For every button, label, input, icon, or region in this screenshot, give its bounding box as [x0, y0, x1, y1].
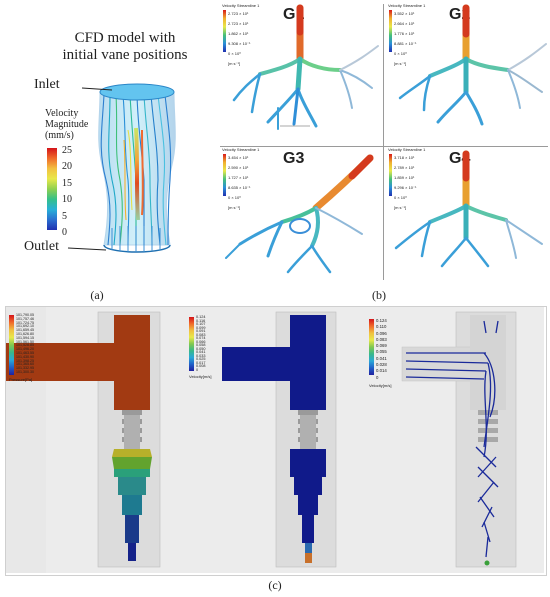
inlet-label: Inlet — [34, 77, 60, 92]
grid-g1-streamlines — [232, 4, 379, 130]
vector-colorbar — [369, 319, 374, 375]
grid-g3-label: G3 — [283, 150, 305, 167]
grid-g3-legend-title: Velocity Streamline 1 — [222, 147, 260, 152]
grid-g1: G1 Velocity Streamline 1 2.723 × 10¹ 2.7… — [220, 3, 380, 144]
grid-g3: G3 Velocity Streamline 1 3.454 × 10¹ 2.5… — [220, 147, 380, 280]
grid-g2-colorbar — [389, 10, 392, 52]
grid-g1-legend-title: Velocity Streamline 1 — [222, 3, 260, 8]
grid-g2-legend-title: Velocity Streamline 1 — [388, 3, 426, 8]
grid-g1-colorbar — [223, 10, 226, 52]
caption-b: (b) — [372, 288, 386, 302]
grid-g4-streamlines — [394, 150, 543, 268]
outlet-label: Outlet — [24, 239, 59, 254]
velocity-vector-plot: 0.124 0.110 0.096 0.083 0.069 0.055 0.04… — [366, 307, 544, 573]
caption-a: (a) — [90, 288, 104, 302]
caption-c: (c) — [268, 578, 282, 592]
grid-g2-streamlines — [398, 4, 547, 126]
pressure-plot: 101,790.05 101,757.46 101,724.75 101,692… — [6, 307, 186, 573]
panel-a-title-line1: CFD model with — [74, 30, 176, 46]
grid-g2-unit: [m s⁻¹] — [394, 61, 407, 66]
velocity-unit: Velocity[m/s] — [189, 374, 212, 379]
grid-g3-unit: [m s⁻¹] — [228, 205, 241, 210]
pressure-unit: Pressure[Pa] — [9, 377, 33, 382]
pressure-ticks: 101,790.05 101,757.46 101,724.75 101,692… — [16, 313, 34, 374]
panel-a-title-line2: initial vane positions — [62, 47, 188, 63]
grid-g1-ticks: 2.723 × 10¹ 2.723 × 10¹ 1.862 × 10¹ 9.30… — [228, 11, 251, 56]
cfd-vane-model-drawing — [67, 83, 176, 253]
grid-g4-unit: [m s⁻¹] — [394, 205, 407, 210]
vector-unit: Velocity[m/s] — [369, 383, 392, 388]
grid-g3-colorbar — [223, 154, 226, 196]
grid-g4-colorbar — [389, 154, 392, 196]
velocity-colorbar — [189, 317, 194, 371]
grid-g4-ticks: 3.718 × 10¹ 2.789 × 10¹ 1.859 × 10¹ 9.29… — [394, 155, 417, 200]
pressure-colorbar — [9, 315, 14, 375]
grid-g2-ticks: 3.552 × 10¹ 2.664 × 10¹ 1.776 × 10¹ 8.88… — [394, 11, 417, 56]
velocity-legend-ticks: 25 20 15 10 5 0 — [62, 145, 72, 239]
vector-ticks: 0.124 0.110 0.096 0.083 0.069 0.055 0.04… — [376, 318, 387, 380]
velocity-ticks: 0.124 0.116 0.107 0.099 0.091 0.083 0.07… — [196, 315, 206, 372]
grid-g3-streamlines — [225, 154, 374, 274]
grid-g4: G4 Velocity Streamline 1 3.718 × 10¹ 2.7… — [386, 147, 548, 280]
grid-g3-ticks: 3.454 × 10¹ 2.590 × 10¹ 1.727 × 10¹ 8.63… — [228, 155, 251, 200]
panel-c-frame — [5, 306, 547, 576]
grid-g4-legend-title: Velocity Streamline 1 — [388, 147, 426, 152]
grid-g1-unit: [m s⁻¹] — [228, 61, 241, 66]
velocity-legend-title: Velocity Magnitude (mm/s) — [45, 108, 89, 141]
grid-g2: G2 Velocity Streamline 1 3.552 × 10¹ 2.6… — [386, 3, 548, 144]
velocity-contour-plot: 0.124 0.116 0.107 0.099 0.091 0.083 0.07… — [186, 307, 366, 573]
velocity-colorbar — [47, 148, 57, 230]
